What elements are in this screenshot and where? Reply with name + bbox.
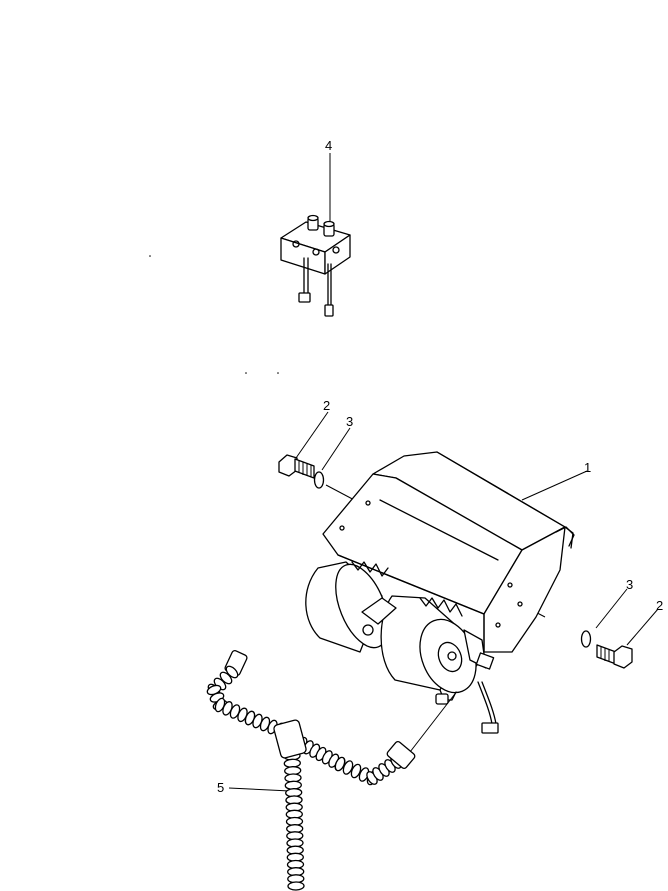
- heater-housing-part: [322, 451, 575, 653]
- callout-1: 1: [584, 460, 591, 475]
- scan-specks: [149, 255, 279, 374]
- bolt-right: [596, 644, 633, 669]
- callout-2-left: 2: [323, 398, 330, 413]
- callout-4: 4: [325, 138, 332, 153]
- callout-2-right: 2: [656, 598, 663, 613]
- callout-3-right: 3: [626, 577, 633, 592]
- bolt-left: [278, 454, 315, 479]
- washer-left: [313, 471, 325, 489]
- washer-right: [580, 630, 592, 648]
- blower-fan-assembly: [305, 561, 499, 734]
- drain-hose-part: [206, 649, 416, 891]
- switch-block-part: [280, 214, 351, 317]
- callout-labels: 4 2 3 1 3 2 5: [217, 138, 663, 795]
- callout-5: 5: [217, 780, 224, 795]
- callout-3-left: 3: [346, 414, 353, 429]
- hose-corrugations: [206, 665, 402, 891]
